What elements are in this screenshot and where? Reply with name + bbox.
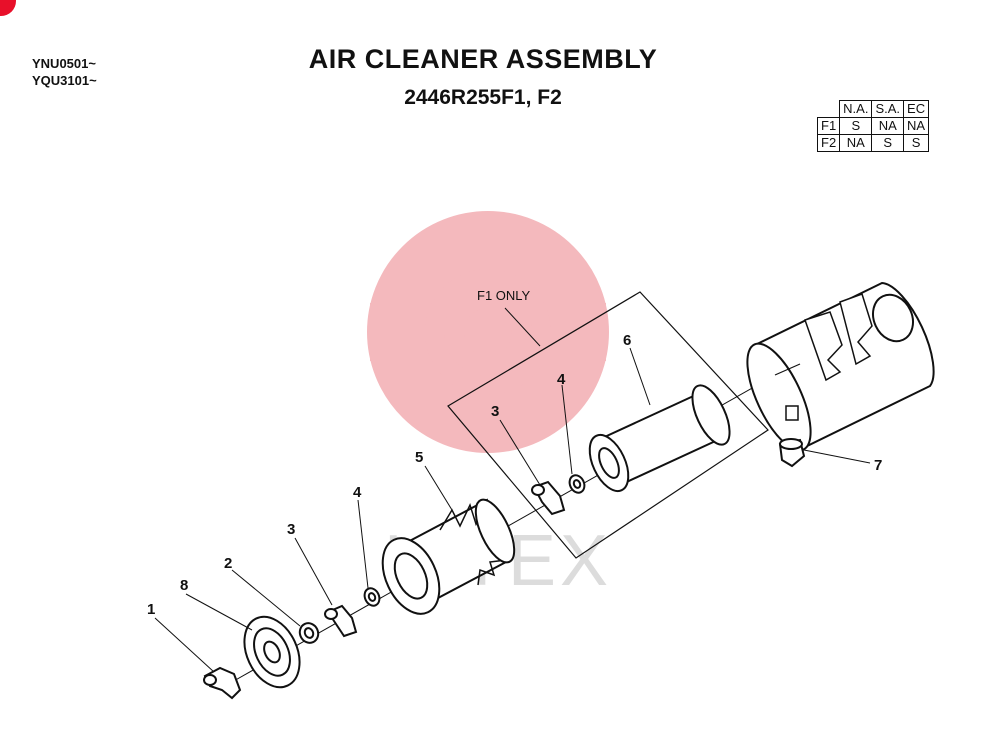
callout-leader <box>294 537 333 606</box>
callout-leader <box>499 419 541 486</box>
callout-leader <box>803 449 871 464</box>
frame-leader <box>504 307 541 347</box>
part-2-washer <box>298 622 320 644</box>
table-row: F2 NA S S <box>816 134 930 152</box>
callout-leader <box>154 617 215 673</box>
availability-table: N.A. S.A. EC F1 S NA NA F2 NA S S <box>816 100 930 152</box>
part-5-outer-element <box>381 498 516 615</box>
part-6-inner-element <box>588 384 731 493</box>
table-row: F1 S NA NA <box>816 117 930 135</box>
callout-number: 3 <box>491 403 499 420</box>
callout-leader <box>424 465 453 511</box>
callout-leader <box>231 569 301 627</box>
part-4-washer <box>363 587 381 607</box>
callout-number: 8 <box>180 577 188 594</box>
part-8-cover <box>243 615 301 689</box>
callout-leader <box>629 347 651 406</box>
callout-number: 1 <box>147 601 155 618</box>
callout-number: 4 <box>353 484 362 501</box>
callout-number: 7 <box>874 457 882 474</box>
page-title: AIR CLEANER ASSEMBLY <box>308 44 658 74</box>
callout-number: 2 <box>224 555 232 572</box>
part-3-wing-nut <box>531 480 566 516</box>
f1-only-frame <box>447 291 769 559</box>
table-cell: S <box>871 134 905 152</box>
assembly-part-number: 2446R255F1, F2 <box>404 86 562 109</box>
air-cleaner-housing <box>746 281 935 452</box>
serial-range: YNU0501~ YQU3101~ <box>32 55 97 89</box>
column-header: EC <box>903 100 930 118</box>
frame-label: F1 ONLY <box>477 288 531 303</box>
callout-leader <box>185 593 253 631</box>
table-cell: S <box>903 134 930 152</box>
part-7-evacuator-valve <box>778 438 806 468</box>
callout-number: 5 <box>415 449 423 466</box>
callout-leader <box>561 384 573 475</box>
callout-leader <box>357 499 369 589</box>
part-1-wing-nut <box>203 666 242 700</box>
row-label: F2 <box>816 134 841 152</box>
part-3-wing-nut <box>324 604 358 638</box>
serial-number: YQU3101~ <box>32 73 97 88</box>
callout-number: 6 <box>623 332 631 349</box>
table-cell: NA <box>839 134 873 152</box>
callout-number: 3 <box>287 521 295 538</box>
serial-number: YNU0501~ <box>32 56 96 71</box>
part-4-washer <box>568 474 586 494</box>
callout-number: 4 <box>557 371 566 388</box>
watermark-gear-logo <box>367 211 609 453</box>
